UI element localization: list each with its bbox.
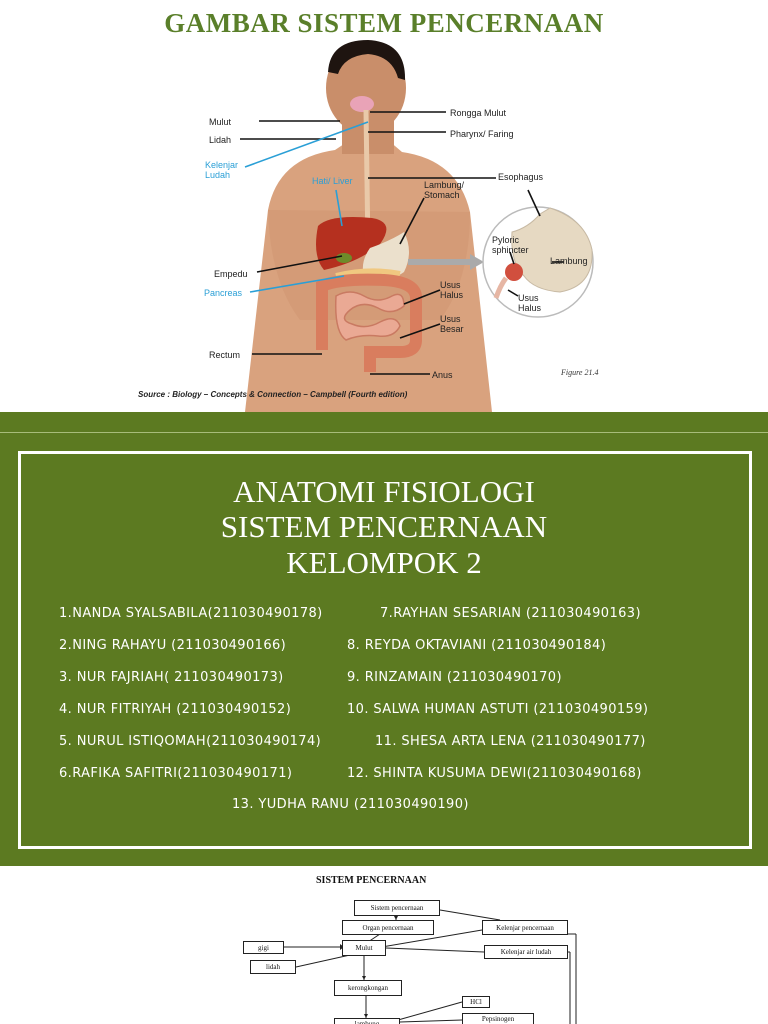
box-gigi: gigi [243,941,284,954]
label-anus: Anus [432,370,453,380]
anatomy-illustration [240,40,594,412]
box-sistem-pencernaan: Sistem pencernaan [354,900,440,916]
member-item: 9. RINZAMAIN (211030490170) [347,670,562,685]
liver-shape [316,217,387,270]
member-item: 13. YUDHA RANU (211030490190) [232,797,469,812]
box-hcl: HCl [462,996,490,1008]
box-pepsinogen: Pepsinogen [462,1013,534,1024]
box-lambung: lambung [334,1018,400,1024]
member-item: 5. NURUL ISTIQOMAH(211030490174) [59,734,322,749]
member-item: 10. SALWA HUMAN ASTUTI (211030490159) [347,702,649,717]
slide-frame [18,451,752,849]
label-inset-usus-halus: Usus Halus [518,293,542,313]
label-rectum: Rectum [209,350,241,360]
large-intestine-shape [316,273,423,372]
box-kerongkongan: kerongkongan [334,980,402,996]
label-pancreas: Pancreas [204,288,243,298]
label-usus-besar: Usus Besar [440,314,464,334]
member-item: 12. SHINTA KUSUMA DEWI(211030490168) [347,766,642,781]
source-citation: Source : Biology – Concepts & Connection… [138,390,408,399]
small-intestine-shape [334,291,405,341]
label-usus-halus: Usus Halus [440,280,464,300]
head-shape [326,42,406,134]
label-lambung-stomach: Lambung/ Stomach [424,180,465,200]
member-item: 4. NUR FITRIYAH (211030490152) [59,702,292,717]
box-mulut: Mulut [342,940,386,956]
divider-line [0,432,768,433]
box-organ-pencernaan: Organ pencernaan [342,920,434,935]
label-kelenjar-ludah: Kelenjar Ludah [205,160,239,180]
figure-caption: Figure 21.4 [561,368,599,377]
member-item: 3. NUR FAJRIAH( 211030490173) [59,670,284,685]
slide2-title-line-3: KELOMPOK 2 [286,545,482,580]
member-item: 2.NING RAHAYU (211030490166) [59,638,287,653]
slide2-title-line-2: SISTEM PENCERNAAN [220,509,548,544]
label-inset-lambung: Lambung [550,256,588,266]
label-pharynx: Pharynx/ Faring [450,129,514,139]
label-hati: Hati/ Liver [312,176,353,186]
stomach-shape [362,232,409,280]
member-item: 1.NANDA SYALSABILA(211030490178) [59,606,323,621]
flowchart-connectors [284,909,577,1024]
label-lidah: Lidah [209,135,232,145]
box-lidah: lidah [250,960,296,974]
member-item: 6.RAFIKA SAFITRI(211030490171) [59,766,293,781]
slide2-title-line-1: ANATOMI FISIOLOGI [233,474,535,509]
label-empedu: Empedu [214,269,248,279]
hair-shape [328,40,406,80]
label-mulut: Mulut [209,117,232,127]
page-title: GAMBAR SISTEM PENCERNAAN [164,8,604,38]
label-rongga-mulut: Rongga Mulut [450,108,507,118]
slide-flowchart: SISTEM PENCERNAAN Sistem pence [0,866,768,1024]
label-pyloric: Pyloric sphincter [492,235,529,255]
member-item: 11. SHESA ARTA LENA (211030490177) [375,734,646,749]
box-kelenjar-pencernaan: Kelenjar pencernaan [482,920,568,935]
slide-group-members: ANATOMI FISIOLOGI SISTEM PENCERNAAN KELO… [0,412,768,866]
flowchart-title: SISTEM PENCERNAAN [316,875,427,886]
label-esophagus: Esophagus [498,172,544,182]
member-item: 7.RAYHAN SESARIAN (211030490163) [380,606,641,621]
member-item: 8. REYDA OKTAVIANI (211030490184) [347,638,607,653]
slide-digestive-diagram: GAMBAR SISTEM PENCERNAAN [0,0,768,412]
box-kelenjar-air-ludah: Kelenjar air ludah [484,945,568,959]
